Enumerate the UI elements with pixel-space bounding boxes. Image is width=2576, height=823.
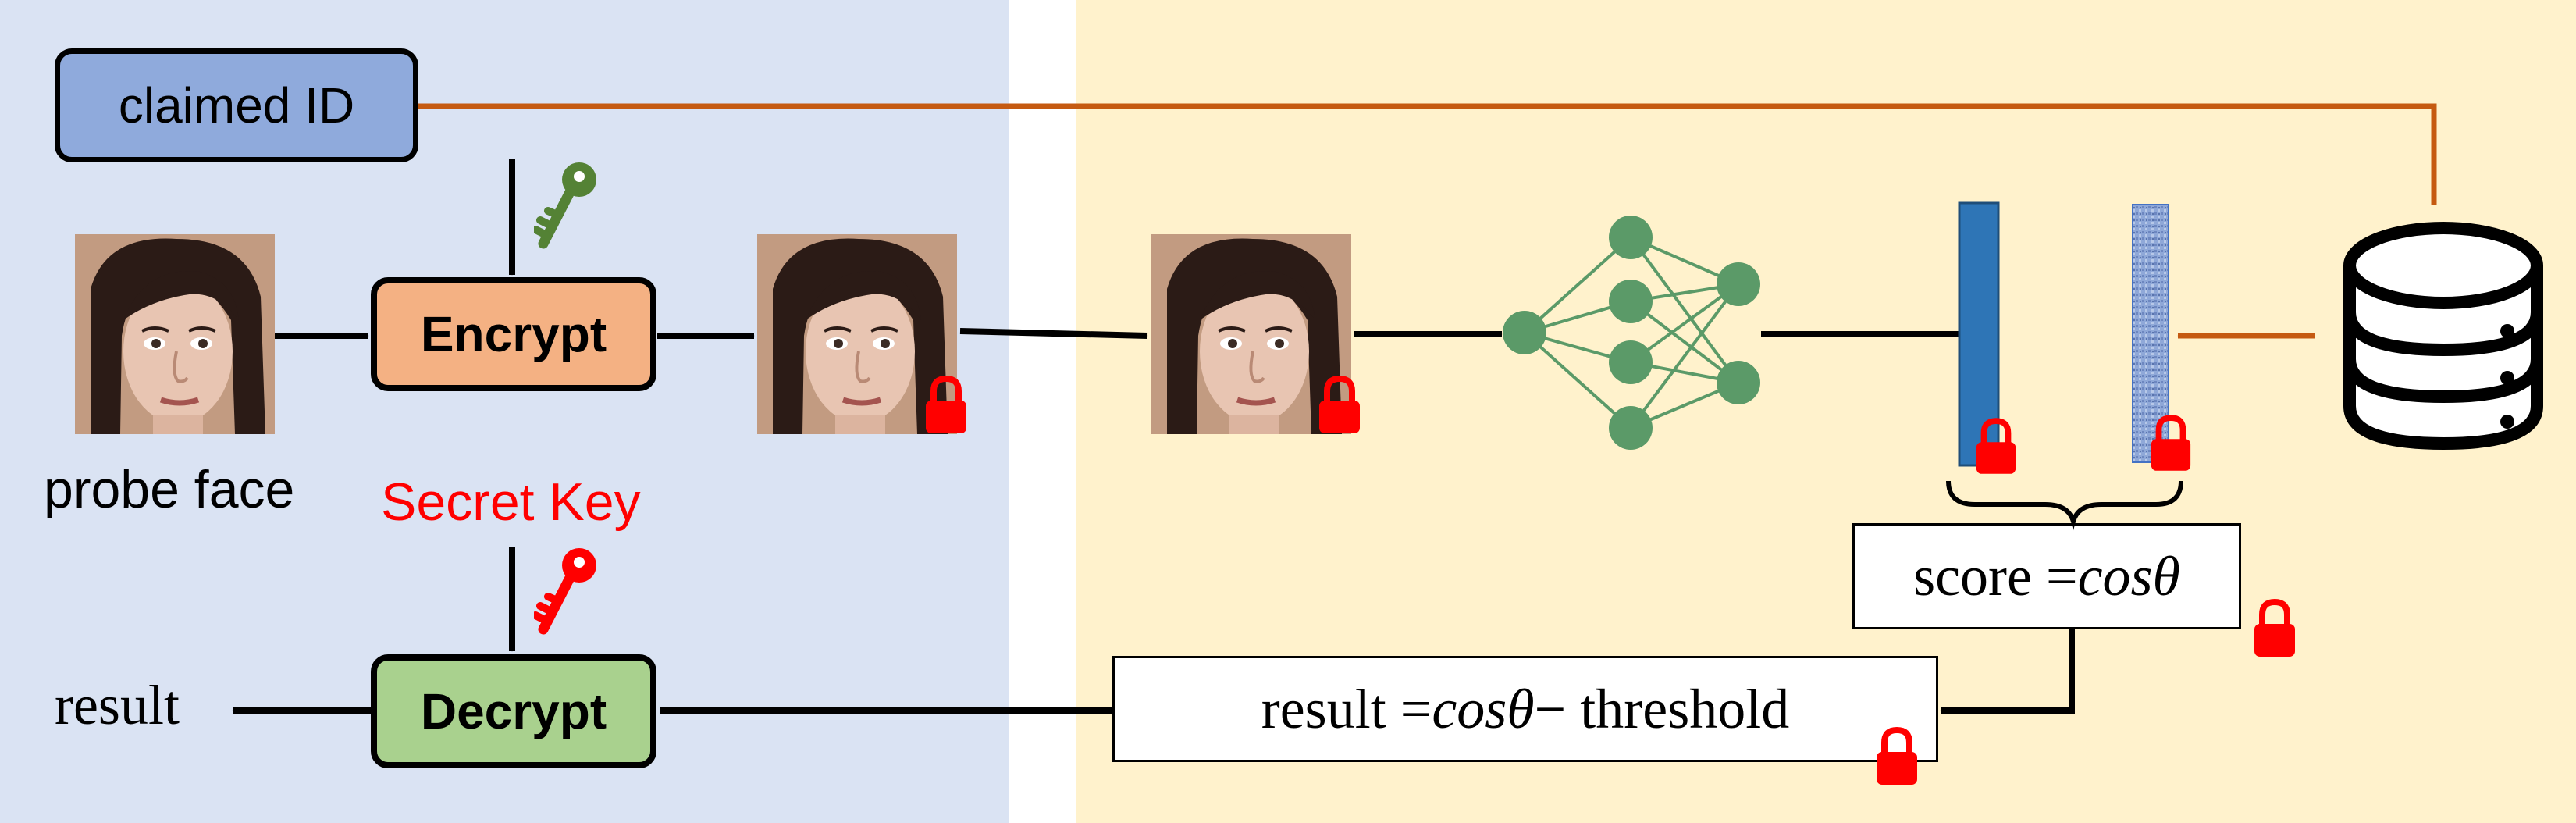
encrypt-box: Encrypt: [371, 277, 656, 391]
send-to-server-arrow: [959, 328, 1148, 339]
result-formula-left: result =: [1261, 677, 1432, 740]
score-formula-box: score = cosθ: [1852, 523, 2241, 629]
database-icon: [2343, 222, 2543, 451]
result-formula-right: − threshold: [1534, 677, 1790, 740]
score-formula-left: score =: [1913, 544, 2078, 607]
claimed-id-arrow: [418, 103, 2437, 205]
lock-icon: [1877, 730, 1917, 785]
public-key-icon: [535, 162, 596, 244]
encrypt-label: Encrypt: [420, 306, 607, 362]
result-formula-mid: cosθ: [1432, 677, 1535, 740]
probe-face-label: probe face: [44, 460, 295, 519]
lock-icon: [926, 379, 966, 433]
lock-icon: [1319, 379, 1360, 433]
secret-key-label: Secret Key: [381, 472, 641, 532]
lock-icon: [2254, 602, 2295, 657]
score-to-result-arrow: [1940, 629, 2075, 714]
lock-icon: [2151, 418, 2190, 471]
neural-network-icon: [1503, 216, 1760, 450]
result-formula-box: result = cosθ − threshold: [1112, 656, 1938, 762]
probe-feature-vector: [1958, 201, 2000, 467]
claimed-id-box: claimed ID: [55, 48, 418, 162]
decrypt-label: Decrypt: [420, 683, 607, 739]
result-output-label: result: [55, 674, 180, 736]
secret-key-icon: [535, 548, 596, 629]
score-formula-right: cosθ: [2077, 544, 2180, 607]
claimed-id-label: claimed ID: [118, 77, 355, 134]
decrypt-box: Decrypt: [371, 654, 656, 768]
comparison-brace: [1946, 480, 2183, 531]
